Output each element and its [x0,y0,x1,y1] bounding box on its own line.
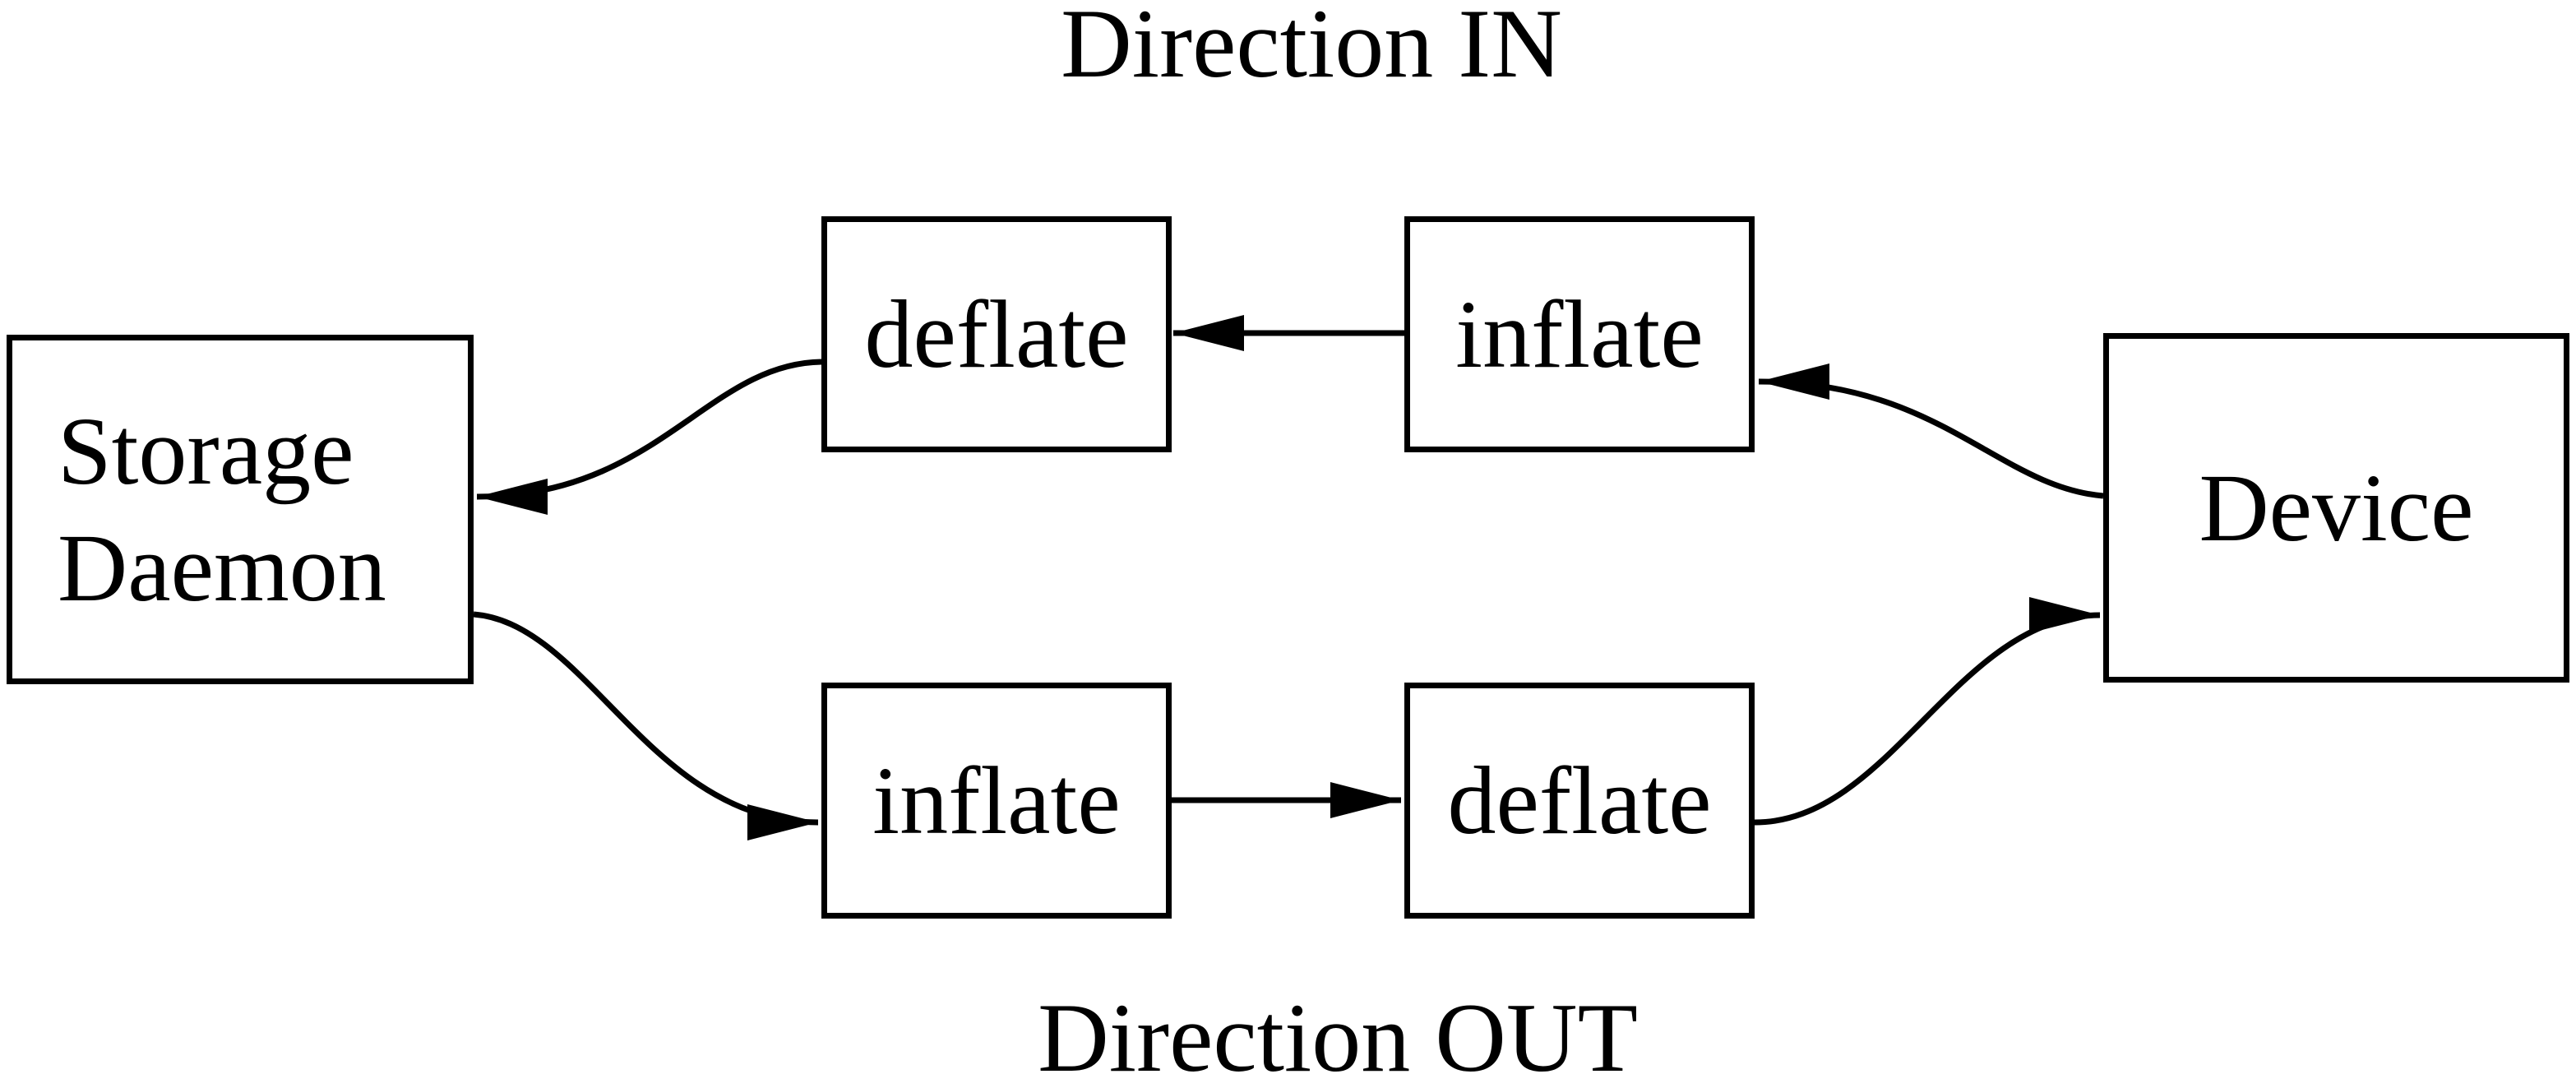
node-inflate-in: inflate [1404,216,1755,452]
node-inflate-in-label: inflate [1455,280,1704,388]
arrow-deflate-in-to-storage [476,359,822,515]
arrow-deflate-out-to-device [1754,597,2101,826]
arrow-storage-to-inflate-out [473,611,819,840]
arrow-device-to-inflate-in [1758,363,2104,499]
node-deflate-in: deflate [821,216,1172,452]
caption-direction-out: Direction OUT [1038,983,1638,1088]
node-storage-daemon-label: Storage Daemon [58,396,386,622]
node-inflate-out: inflate [821,683,1172,919]
node-deflate-out-label: deflate [1447,746,1712,854]
node-device: Device [2103,333,2569,683]
node-inflate-out-label: inflate [872,746,1121,854]
node-deflate-out: deflate [1404,683,1755,919]
caption-direction-in: Direction IN [1061,0,1562,98]
node-deflate-in-label: deflate [864,280,1129,388]
node-storage-daemon: Storage Daemon [7,335,474,684]
node-device-label: Device [2199,453,2474,562]
